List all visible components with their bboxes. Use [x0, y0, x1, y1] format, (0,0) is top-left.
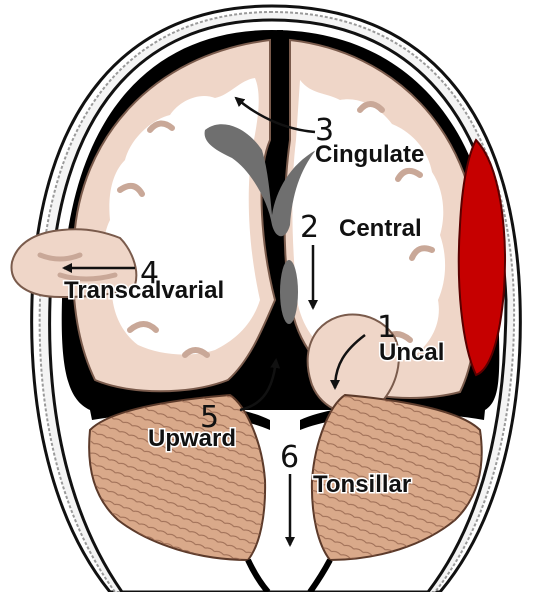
herniation-label-central: Central — [339, 215, 422, 242]
herniation-number-6: 6 — [280, 440, 299, 475]
herniation-label-upward: Upward — [148, 425, 236, 452]
herniation-label-tonsillar: Tonsillar — [313, 471, 411, 498]
third-ventricle — [280, 260, 298, 324]
herniation-label-cingulate: Cingulate — [315, 141, 424, 168]
herniation-label-uncal: Uncal — [379, 339, 444, 366]
herniation-label-transcalvarial: Transcalvarial — [64, 277, 224, 304]
herniation-number-2: 2 — [300, 210, 319, 245]
